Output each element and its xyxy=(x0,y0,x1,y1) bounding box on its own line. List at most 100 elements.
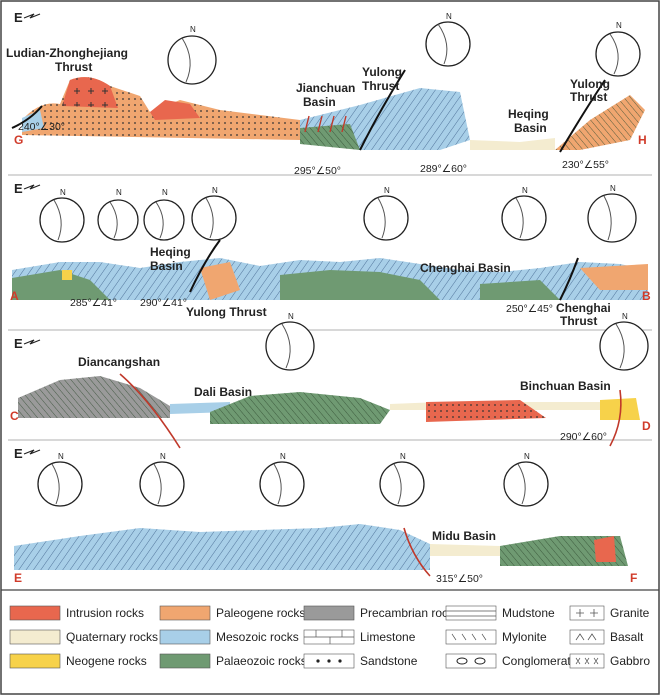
label-thrust: Thrust xyxy=(362,79,399,93)
north-label: N xyxy=(212,186,218,195)
svg-text:Palaeozoic rocks: Palaeozoic rocks xyxy=(216,654,307,668)
section-end-label: H xyxy=(638,133,647,147)
north-label: N xyxy=(60,188,66,197)
legend-item-quaternary: Quaternary rocks xyxy=(9,629,158,645)
red-fault xyxy=(609,389,622,447)
section-start-label: E xyxy=(14,571,22,585)
stereonet: N xyxy=(595,21,641,77)
north-label: N xyxy=(384,186,390,195)
direction-label: E xyxy=(14,10,23,25)
legend-item-paleogene: Paleogene rocks xyxy=(159,605,305,621)
section-end-label: D xyxy=(642,419,651,433)
svg-text:Gabbro: Gabbro xyxy=(610,654,650,668)
angle-label: 289°∠60° xyxy=(420,163,467,175)
north-label: N xyxy=(446,12,452,21)
legend-item-palaeozoic: Palaeozoic rocks xyxy=(159,653,307,669)
east-arrow-icon xyxy=(23,13,41,19)
legend-item-gabbro: Gabbro xyxy=(569,653,650,669)
legend-item-mesozoic: Mesozoic rocks xyxy=(159,629,299,645)
label-yulong: Yulong xyxy=(362,65,402,79)
label-heqing-basin: Basin xyxy=(150,259,183,273)
stereonet: N xyxy=(501,186,547,241)
east-arrow-icon xyxy=(23,339,41,345)
north-label: N xyxy=(160,452,166,461)
legend-item-conglomerate: Conglomerate xyxy=(445,653,578,669)
red-fault xyxy=(119,373,181,449)
intrusion-body xyxy=(594,536,616,562)
stereonet: N xyxy=(143,188,185,241)
svg-text:Basalt: Basalt xyxy=(610,630,644,644)
intrusion-texture xyxy=(426,400,546,422)
north-label: N xyxy=(190,25,196,34)
direction-label: E xyxy=(14,336,23,351)
north-label: N xyxy=(288,312,294,321)
legend-item-mylonite: Mylonite xyxy=(445,629,547,645)
stereonet: N xyxy=(425,12,471,67)
granite-texture xyxy=(62,77,118,108)
label-ludian: Ludian-Zhonghejiang xyxy=(6,46,128,60)
east-arrow-icon xyxy=(23,449,41,455)
svg-text:Mudstone: Mudstone xyxy=(502,606,555,620)
legend-item-limestone: Limestone xyxy=(303,629,416,645)
section-end-label: F xyxy=(630,571,637,585)
north-label: N xyxy=(400,452,406,461)
stereonet: N xyxy=(363,186,409,241)
angle-label: 240°∠30° xyxy=(18,121,65,133)
mesozoic-strip xyxy=(22,110,44,132)
label-binchuan-basin: Binchuan Basin xyxy=(520,379,611,393)
north-label: N xyxy=(58,452,64,461)
palaeozoic-texture xyxy=(210,392,390,424)
stereonet: N xyxy=(191,186,237,241)
svg-text:Granite: Granite xyxy=(610,606,650,620)
label-chenghai-thrust: Thrust xyxy=(560,314,597,328)
label-chenghai: Chenghai xyxy=(556,301,611,315)
label-yulong-thrust: Yulong Thrust xyxy=(186,305,267,319)
east-arrow-icon xyxy=(23,184,41,190)
north-label: N xyxy=(622,312,628,321)
palaeozoic-texture xyxy=(300,124,360,150)
legend-item-mudstone: Mudstone xyxy=(445,605,555,621)
label-dali-basin: Dali Basin xyxy=(194,385,252,399)
section-cd: E Diancangshan Dali Basin Binchuan Basin… xyxy=(10,312,651,449)
svg-text:Intrusion rocks: Intrusion rocks xyxy=(66,606,144,620)
north-label: N xyxy=(524,452,530,461)
direction-label: E xyxy=(14,446,23,461)
north-label: N xyxy=(280,452,286,461)
label-diancangshan: Diancangshan xyxy=(78,355,160,369)
limestone-texture xyxy=(14,524,430,570)
north-label: N xyxy=(616,21,622,30)
section-start-label: A xyxy=(10,289,19,303)
stereonet: N xyxy=(259,452,305,507)
stereonet: N xyxy=(139,452,185,507)
legend-item-granite: Granite xyxy=(569,605,650,621)
label-midu-basin: Midu Basin xyxy=(432,529,496,543)
yulong-thrust-fault-2 xyxy=(559,79,606,153)
yulong-thrust-fault xyxy=(189,239,221,293)
section-ef: E N N N N N Midu Basin 315°∠50° E F xyxy=(14,446,637,585)
stereonet: N xyxy=(167,25,217,85)
palaeozoic-body xyxy=(480,280,560,300)
section-end-label: B xyxy=(642,289,651,303)
label-yulong-2: Yulong xyxy=(570,77,610,91)
angle-label: 285°∠41° xyxy=(70,297,117,309)
stereonet: N xyxy=(587,184,637,243)
precambrian-texture xyxy=(18,376,170,418)
intrusion-2 xyxy=(150,100,200,120)
svg-text:Neogene rocks: Neogene rocks xyxy=(66,654,147,668)
label-ludian-thrust: Thrust xyxy=(55,60,92,74)
angle-label: 230°∠55° xyxy=(562,159,609,171)
label-thrust-2: Thrust xyxy=(570,90,607,104)
label-heqing: Heqing xyxy=(150,245,191,259)
quaternary-body xyxy=(430,544,500,556)
svg-text:Mylonite: Mylonite xyxy=(502,630,547,644)
north-label: N xyxy=(162,188,168,197)
north-label: N xyxy=(610,184,616,193)
legend-item-intrusion: Intrusion rocks xyxy=(9,605,144,621)
angle-label: 315°∠50° xyxy=(436,573,483,585)
svg-text:Limestone: Limestone xyxy=(360,630,416,644)
stereonet: N xyxy=(37,452,83,507)
angle-label: 250°∠45° xyxy=(506,303,553,315)
yulong-thrust-fault xyxy=(359,69,406,151)
stereonet: N xyxy=(599,312,649,371)
